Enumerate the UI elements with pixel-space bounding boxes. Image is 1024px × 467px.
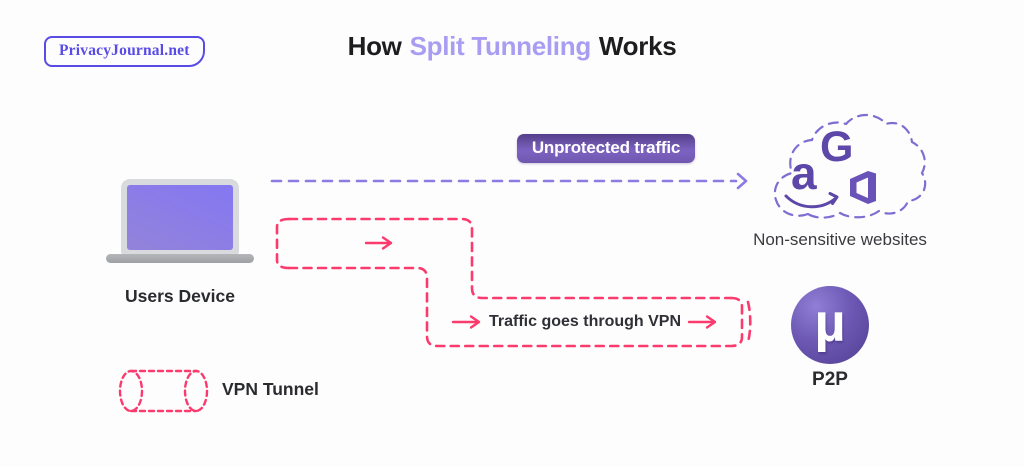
flow-arrow-icon — [451, 315, 481, 329]
non-sensitive-websites-label: Non-sensitive websites — [753, 230, 927, 249]
laptop-display — [127, 185, 233, 250]
flow-arrow-icon — [364, 236, 393, 250]
title-highlight: Split Tunneling — [409, 31, 592, 61]
p2p-label: P2P — [812, 369, 848, 390]
laptop-base — [106, 254, 254, 263]
tunnel-top-edge — [287, 217, 733, 300]
tunnel-left-cap — [275, 217, 291, 270]
vpn-tunnel-legend-icon — [118, 369, 209, 413]
flow-arrow-icon — [687, 315, 717, 329]
title-suffix: Works — [598, 31, 677, 61]
legend-tunnel-right-rim — [183, 369, 209, 413]
amazon-smile-icon — [784, 192, 839, 209]
tunnel-right-cap — [729, 296, 744, 348]
legend-tunnel-left-rim — [118, 369, 144, 413]
office-icon — [850, 171, 876, 204]
tunnel-right-rim — [746, 300, 752, 344]
privacyjournal-logo: PrivacyJournal.net — [44, 36, 205, 67]
google-icon: G — [820, 123, 854, 171]
cloud-icon — [773, 113, 927, 219]
traffic-through-vpn-label: Traffic goes through VPN — [489, 313, 682, 330]
vpn-tunnel-legend-label: VPN Tunnel — [222, 379, 319, 399]
tunnel-bottom-edge — [287, 266, 732, 348]
arrowhead-icon — [736, 172, 748, 190]
users-device-label: Users Device — [125, 286, 235, 306]
amazon-icon: a — [791, 147, 817, 199]
vpn-tunnel-path — [275, 217, 752, 348]
flow-arrows — [364, 236, 717, 329]
laptop-icon — [121, 179, 239, 255]
title-prefix: How — [347, 31, 402, 61]
utorrent-icon: µ — [791, 286, 869, 364]
unprotected-traffic-arrow — [270, 172, 748, 190]
unprotected-traffic-badge: Unprotected traffic — [517, 134, 695, 163]
mu-glyph: µ — [814, 293, 846, 353]
